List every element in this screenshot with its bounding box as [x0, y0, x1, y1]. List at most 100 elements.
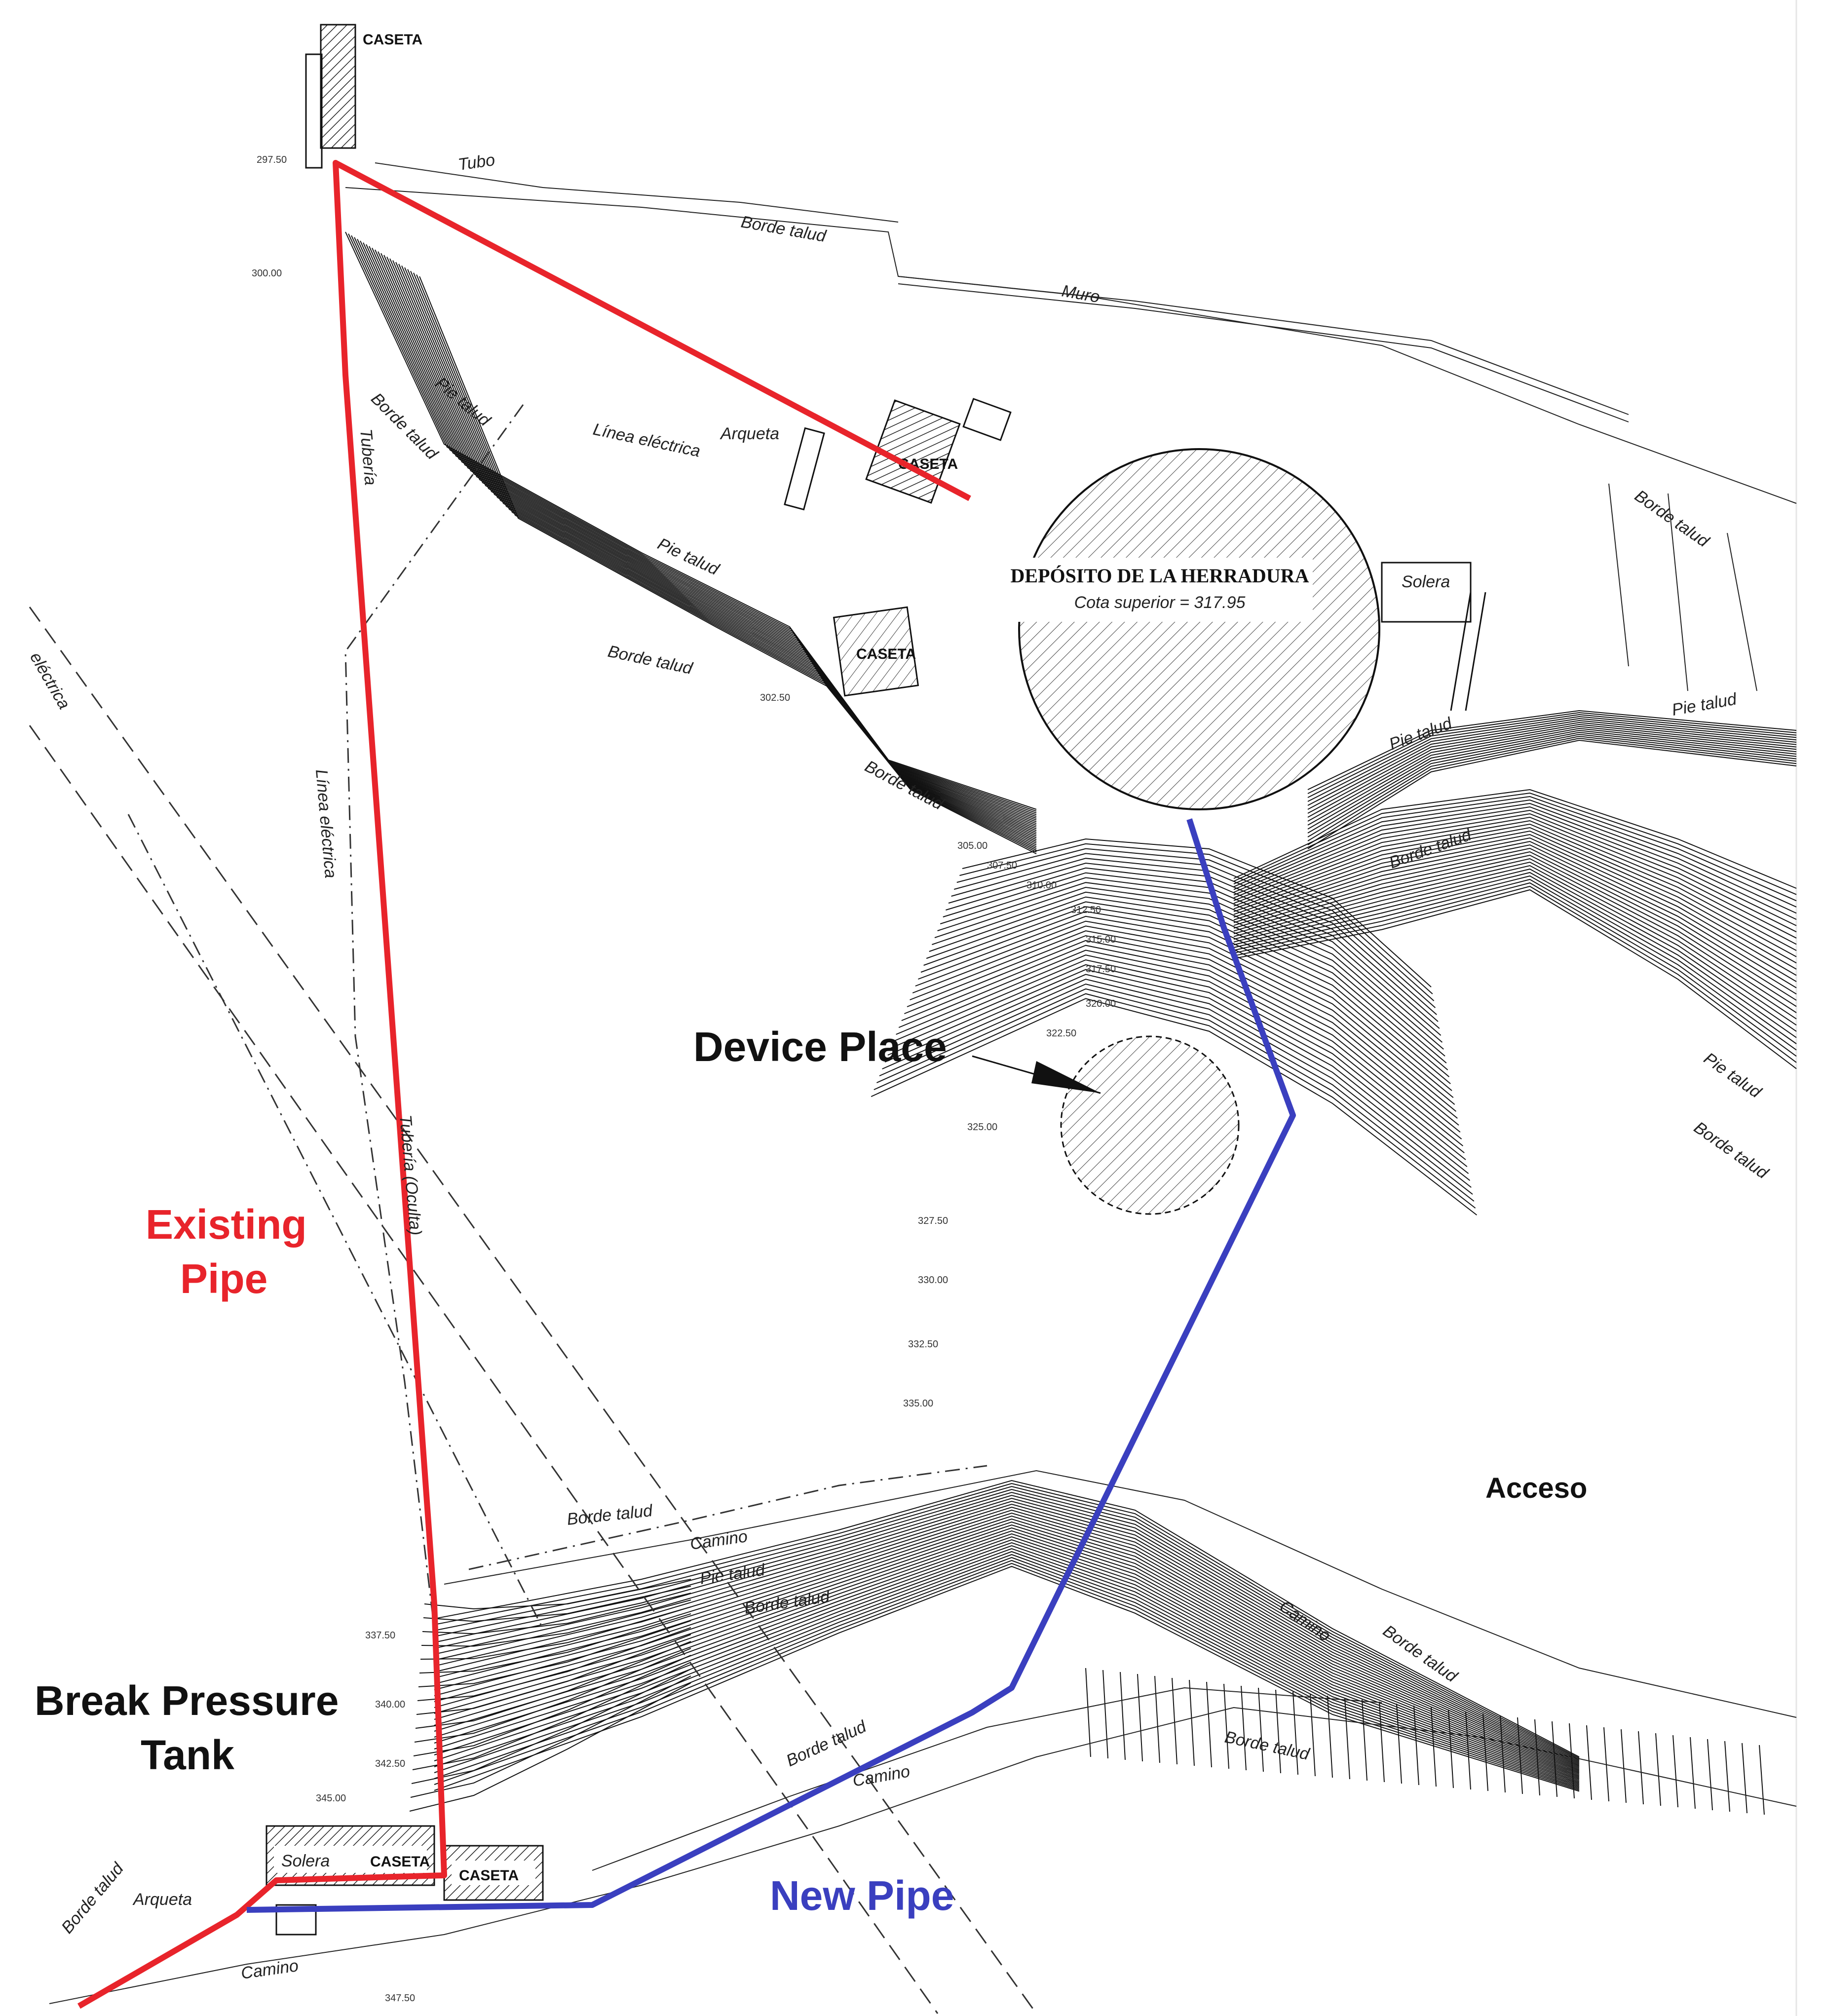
- elevation-label: 332.50: [908, 1339, 938, 1350]
- contour-line: [1233, 830, 1797, 964]
- device-place-label: Device Place: [693, 1024, 947, 1070]
- elevation-label: 322.50: [1046, 1028, 1076, 1039]
- arqueta-top-label: Arqueta: [720, 424, 779, 443]
- contour-line: [354, 237, 1037, 815]
- slope-tick: [1258, 1687, 1264, 1772]
- deposito-herradura-tank: [1018, 448, 1380, 810]
- east-structure-line: [1608, 483, 1757, 691]
- contour-line: [937, 882, 1444, 1050]
- borde-talud-top-label: Borde talud: [740, 212, 828, 246]
- electric-line-vertical: [344, 404, 524, 1629]
- contour-line: [923, 906, 1451, 1084]
- caseta-south-east-label: CASETA: [459, 1867, 519, 1884]
- contour-line: [413, 1655, 691, 1756]
- contour-line: [962, 838, 1432, 988]
- contour-line: [918, 915, 1454, 1098]
- contour-line: [1233, 865, 1797, 1026]
- contour-line: [882, 979, 1472, 1188]
- contour-line: [915, 920, 1455, 1105]
- elevation-label: 335.00: [903, 1398, 933, 1409]
- contour-line: [884, 974, 1471, 1181]
- contour-line: [871, 998, 1478, 1216]
- contour-lines-central-slope: [871, 838, 1478, 1216]
- slope-tick: [1690, 1737, 1696, 1809]
- camino-east-label: Camino: [1276, 1597, 1334, 1645]
- contour-line: [386, 257, 1037, 835]
- slope-tick: [1223, 1683, 1229, 1769]
- camino-southwest-label: Camino: [240, 1956, 300, 1983]
- contour-line: [879, 983, 1473, 1195]
- contour-line: [434, 1488, 1580, 1761]
- contour-line: [434, 1518, 1580, 1773]
- tuberia-oculta-label: Tubería (Oculta): [396, 1114, 425, 1236]
- contour-line: [904, 940, 1461, 1133]
- slope-tick: [1759, 1745, 1765, 1815]
- contour-line: [434, 1527, 1580, 1777]
- contour-line: [1233, 792, 1797, 895]
- borde-talud-southwest-label: Borde talud: [58, 1859, 128, 1937]
- elevation-label: 325.00: [967, 1122, 997, 1133]
- contour-line: [1307, 727, 1797, 826]
- contour-line: [1307, 733, 1797, 837]
- elevation-label: 320.00: [1086, 998, 1116, 1009]
- contour-line: [959, 843, 1433, 994]
- slope-tick: [1672, 1735, 1678, 1808]
- slope-tick: [1241, 1685, 1247, 1771]
- contour-line: [1233, 889, 1797, 1069]
- contour-line: [1307, 739, 1797, 849]
- contour-line: [934, 886, 1445, 1057]
- slope-tick: [1344, 1697, 1350, 1780]
- contour-line: [920, 911, 1452, 1091]
- contour-line: [434, 1494, 1580, 1763]
- contour-line: [410, 270, 1037, 849]
- contour-line: [416, 274, 1037, 853]
- caseta-north-hatch: [320, 24, 356, 149]
- contour-line: [434, 1545, 1580, 1784]
- contour-line: [412, 1662, 691, 1770]
- contour-line: [369, 246, 1037, 824]
- contour-line: [1307, 718, 1797, 806]
- top-slope-edge-2: [375, 162, 899, 223]
- contour-line: [434, 1554, 1580, 1787]
- contour-line: [1233, 820, 1797, 945]
- contour-line: [1233, 847, 1797, 995]
- acceso-label: Acceso: [1485, 1472, 1587, 1504]
- contour-line: [896, 954, 1465, 1153]
- contour-line: [407, 269, 1037, 847]
- contour-line: [378, 251, 1037, 830]
- slope-tick: [1154, 1675, 1160, 1763]
- borde-talud-east-label: Borde talud: [1631, 486, 1712, 551]
- contour-line: [1307, 729, 1797, 830]
- contour-line: [434, 1506, 1580, 1768]
- contour-line: [422, 1593, 691, 1635]
- contour-line: [1307, 716, 1797, 802]
- borde-talud-mid-label: Borde talud: [606, 642, 694, 679]
- contour-line: [434, 1515, 1580, 1772]
- contour-line: [1233, 882, 1797, 1057]
- contour-line: [434, 1530, 1580, 1778]
- elevation-label: 300.00: [252, 268, 282, 279]
- contour-line: [345, 231, 1037, 810]
- elevation-label: 342.50: [375, 1758, 405, 1769]
- slope-tick: [1655, 1733, 1661, 1806]
- top-wall-line: [898, 276, 1629, 415]
- caseta-north-outline: [305, 53, 323, 169]
- slope-tick: [1206, 1681, 1212, 1768]
- staircase-box: [962, 398, 1012, 441]
- contour-line: [416, 1634, 691, 1715]
- contour-line: [1307, 737, 1797, 845]
- contour-line: [1233, 875, 1797, 1044]
- slope-tick: [1137, 1674, 1143, 1762]
- contour-line: [887, 969, 1469, 1174]
- contour-line: [1307, 720, 1797, 810]
- camino-south-edge: [49, 1707, 1797, 2004]
- contour-line: [1233, 837, 1797, 976]
- elevation-label: 340.00: [375, 1699, 405, 1710]
- existing-pipe-label-line2: Pipe: [180, 1255, 267, 1302]
- tubo-label: Tubo: [457, 151, 496, 174]
- contour-line: [434, 1565, 1580, 1792]
- slope-tick: [1085, 1668, 1091, 1757]
- slope-tick: [1327, 1695, 1333, 1778]
- contour-line: [434, 1512, 1580, 1771]
- elevation-label: 337.50: [365, 1630, 395, 1641]
